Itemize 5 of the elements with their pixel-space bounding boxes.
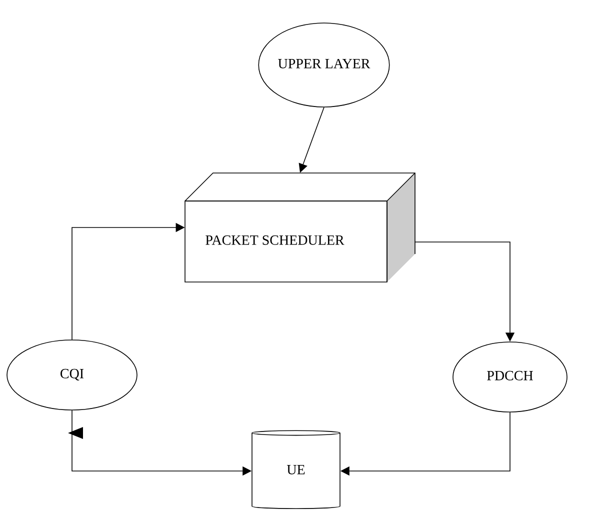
ellipse-node: PDCCH xyxy=(452,342,568,412)
cylinder-node: UE xyxy=(252,430,340,510)
ellipse-node: UPPER LAYER xyxy=(258,22,390,108)
scheduler-box: PACKET SCHEDULER xyxy=(184,172,416,282)
ellipse-node: CQI xyxy=(6,340,138,410)
